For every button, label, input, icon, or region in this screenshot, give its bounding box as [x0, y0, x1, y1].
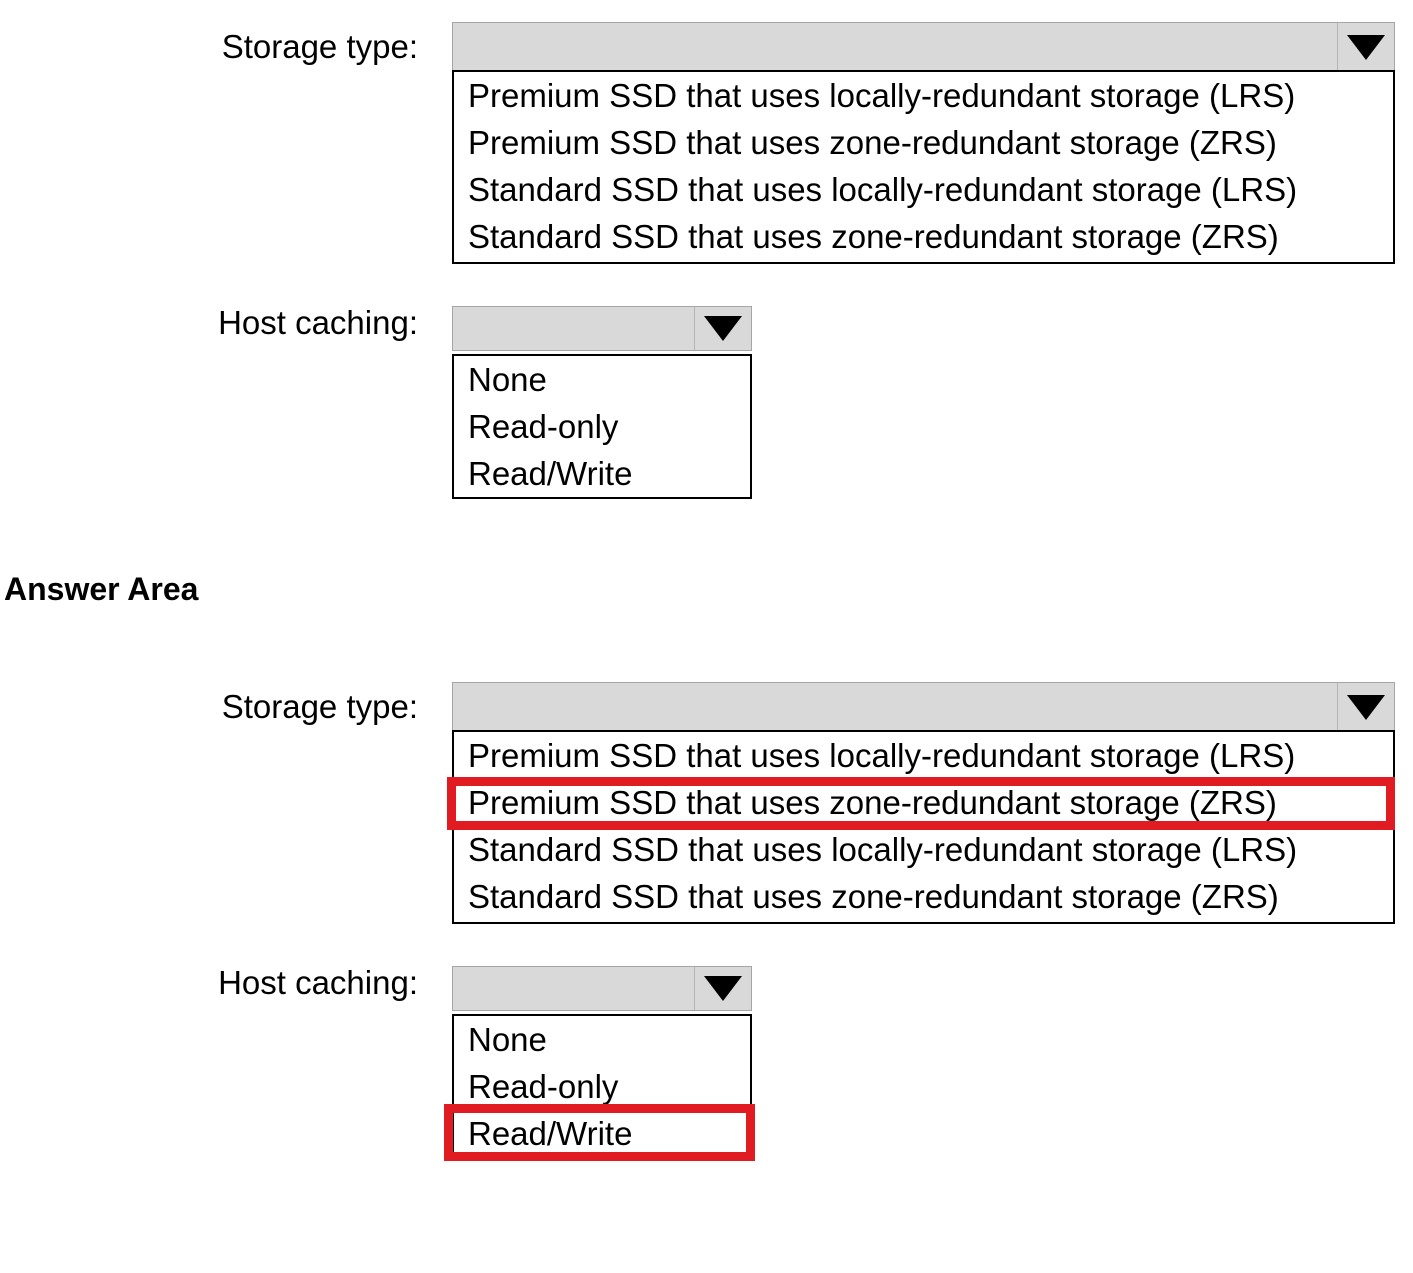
list-item[interactable]: Read-only: [468, 1068, 619, 1105]
answer-storage-type-label: Storage type:: [221, 688, 418, 725]
chevron-down-icon[interactable]: [1337, 683, 1394, 731]
question-storage-type-option-list[interactable]: Premium SSD that uses locally-redundant …: [452, 70, 1395, 264]
chevron-down-glyph: [704, 976, 742, 1001]
list-item[interactable]: Premium SSD that uses locally-redundant …: [468, 737, 1296, 774]
answer-host-caching-option-list[interactable]: None Read-only Read/Write: [452, 1014, 752, 1159]
list-item[interactable]: Standard SSD that uses locally-redundant…: [468, 831, 1298, 868]
answer-host-caching-combobox[interactable]: [452, 966, 752, 1011]
list-item[interactable]: Premium SSD that uses zone-redundant sto…: [468, 124, 1277, 161]
chevron-down-glyph: [1347, 34, 1385, 60]
chevron-down-icon[interactable]: [1337, 23, 1394, 71]
question-host-caching-combobox[interactable]: [452, 306, 752, 351]
chevron-down-icon[interactable]: [694, 967, 751, 1010]
list-item[interactable]: Standard SSD that uses locally-redundant…: [468, 171, 1298, 208]
list-item[interactable]: None: [468, 1021, 547, 1058]
list-item[interactable]: Read/Write: [468, 1115, 633, 1152]
list-item[interactable]: Standard SSD that uses zone-redundant st…: [468, 218, 1279, 255]
answer-storage-type-option-list[interactable]: Premium SSD that uses locally-redundant …: [452, 730, 1395, 924]
chevron-down-icon[interactable]: [694, 307, 751, 350]
list-item[interactable]: None: [468, 361, 547, 398]
list-item[interactable]: Premium SSD that uses zone-redundant sto…: [468, 784, 1277, 821]
list-item[interactable]: Read-only: [468, 408, 619, 445]
answer-storage-type-combobox[interactable]: [452, 682, 1395, 732]
question-storage-type-label: Storage type:: [221, 28, 418, 65]
chevron-down-glyph: [1347, 694, 1385, 720]
list-item[interactable]: Read/Write: [468, 455, 633, 492]
question-storage-type-combobox[interactable]: [452, 22, 1395, 72]
answer-area-heading: Answer Area: [4, 571, 199, 607]
question-host-caching-label: Host caching:: [218, 304, 418, 341]
chevron-down-glyph: [704, 316, 742, 341]
list-item[interactable]: Premium SSD that uses locally-redundant …: [468, 77, 1296, 114]
list-item[interactable]: Standard SSD that uses zone-redundant st…: [468, 878, 1279, 915]
question-host-caching-option-list[interactable]: None Read-only Read/Write: [452, 354, 752, 499]
answer-host-caching-label: Host caching:: [218, 964, 418, 1001]
